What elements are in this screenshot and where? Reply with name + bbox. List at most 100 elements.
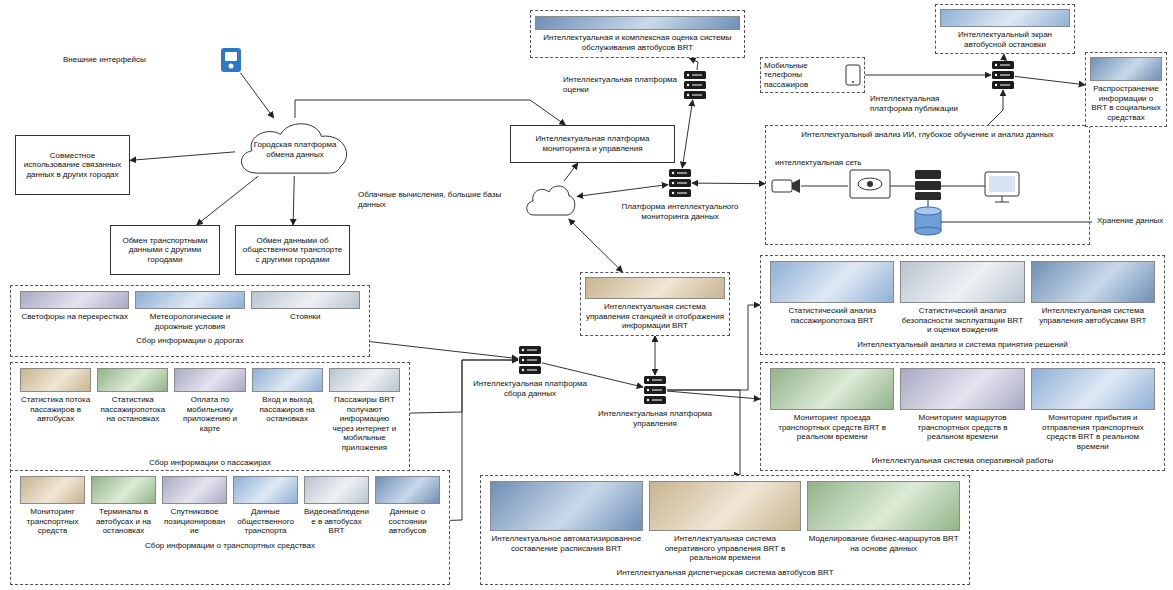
item-card: Статистический анализ пассажиропотока BR… [770,261,894,325]
photo-thumbnail [251,291,360,309]
node-text: Интеллектуальное автоматизированное сост… [490,534,643,553]
node-text: Интеллектуальная диспетчерская система а… [481,568,969,578]
camera-symbol [772,179,800,193]
server-light [672,182,674,184]
wire [890,186,915,187]
node-text: Спутниковое позиционирование [162,507,227,536]
node-text: Совместное использование связанных данны… [21,151,124,180]
server-light [522,349,524,351]
item-card: Статистика потока пассажиров в автобусах [20,368,91,424]
node-text: Мониторинг прибытия и отправления трансп… [1031,413,1155,451]
server-light [995,74,997,76]
interface-body [221,48,241,72]
server-node: Интеллектуальная платформа публикации [870,60,1015,116]
node-text: Интеллектуальная платформа сбора данных [470,379,590,398]
node-text: Интеллектуальная система управления авто… [1031,306,1155,325]
server-node: Интеллектуальная платформа сбора данных [470,345,590,405]
server-unit [915,170,941,179]
server-node: Платформа интеллектуального мониторинга … [600,168,760,228]
photo-thumbnail [304,476,369,504]
photo-thumbnail [940,9,1070,27]
server-unit [669,179,691,187]
server-slot [652,400,662,401]
server-node: Интеллектуальная платформа управления [590,375,720,435]
cloud-outline [527,186,575,215]
connector [130,152,235,160]
server-unit [519,346,541,354]
connector [655,336,656,375]
dashed-box: Интеллектуальная система управления стан… [580,272,730,336]
connector [861,75,991,76]
server-light [687,94,689,96]
monitor-frame [850,170,890,198]
interface-screen [225,52,237,61]
server-slot [677,173,687,174]
node-text: Статистика потока пассажиров в автобусах [20,395,91,424]
item-card: Интеллектуальное автоматизированное сост… [490,481,643,553]
item-card: Оплата по мобильному приложению и карте [174,368,245,433]
node-text: Стоянки [290,312,321,322]
tablet-button [852,81,854,83]
info-box: Обмен транспортными данными с другими го… [110,225,220,275]
node-text: Пассажиры BRT получают информацию через … [329,395,400,453]
node-text: Внешние интерфейсы [63,55,183,65]
node-text: Обмен данными об общественном транспорте… [241,236,344,265]
group-heading: Интеллектуальная диспетчерская система а… [481,568,969,578]
wire [801,186,848,187]
server-slot [652,380,662,381]
photo-thumbnail [20,476,85,504]
node-text: Данные о состоянии автобусов [375,507,440,536]
display-base [995,202,1009,203]
photo-thumbnail [535,16,740,30]
database-symbol [915,207,941,235]
note-label: Хранение данных [1097,216,1163,226]
server-light [687,74,689,76]
photo-thumbnail [233,476,298,504]
photo-thumbnail [162,476,227,504]
connector [667,390,740,475]
server-slot [1000,65,1010,66]
node-text: Интеллектуальная платформа мониторинга и… [516,134,669,153]
photo-thumbnail [900,261,1024,303]
server-slot [692,95,702,96]
photo-thumbnail [375,476,440,504]
camera-body [772,180,792,192]
database-bottom [915,227,941,235]
server-unit [915,181,941,190]
connector [569,219,623,272]
connector [689,58,698,70]
display-symbol [985,172,1019,202]
group-heading: Сбор информации о дорогах [11,336,369,346]
node-text: Сбор информации о транспортных средствах [11,541,449,551]
item-card: Интеллектуальная система управления авто… [1031,261,1155,325]
server-icon [683,70,707,100]
connector [667,391,760,399]
photo-thumbnail [91,476,156,504]
group-heading: Интеллектуальный анализ и система принят… [761,340,1164,350]
camera-lens [792,179,800,193]
group-panel: Интеллектуальная диспетчерская система а… [480,475,970,585]
cloud-shape: Городская платформа обмена данных [235,118,355,176]
icon-node: Облачные вычисления, большие базы данных [355,178,580,222]
database-top [915,207,941,215]
server-slot [677,193,687,194]
server-unit [684,91,706,99]
server-light [995,84,997,86]
node-text: Интеллектуальная платформа публикации [870,94,980,113]
node-text: Интеллектуальная и комплексная оценка си… [535,33,740,52]
node-text: Интеллектуальная платформа оценки [563,75,681,94]
connector [988,90,1003,125]
photo-thumbnail [174,368,245,392]
item-card: Стоянки [251,291,360,322]
server-light [687,84,689,86]
node-text: Моделирование бизнес-маршрутов BRT на ос… [807,534,960,553]
server-unit [992,71,1014,79]
node-text: Платформа интеллектуального мониторинга … [600,202,760,221]
server-light [522,369,524,371]
server-unit [519,356,541,364]
node-text: Статистический анализ пассажиропотока BR… [770,306,894,325]
photo-thumbnail [900,368,1024,410]
node-text: Облачные вычисления, большие базы данных [358,190,518,209]
server-unit [644,376,666,384]
server-light [522,359,524,361]
